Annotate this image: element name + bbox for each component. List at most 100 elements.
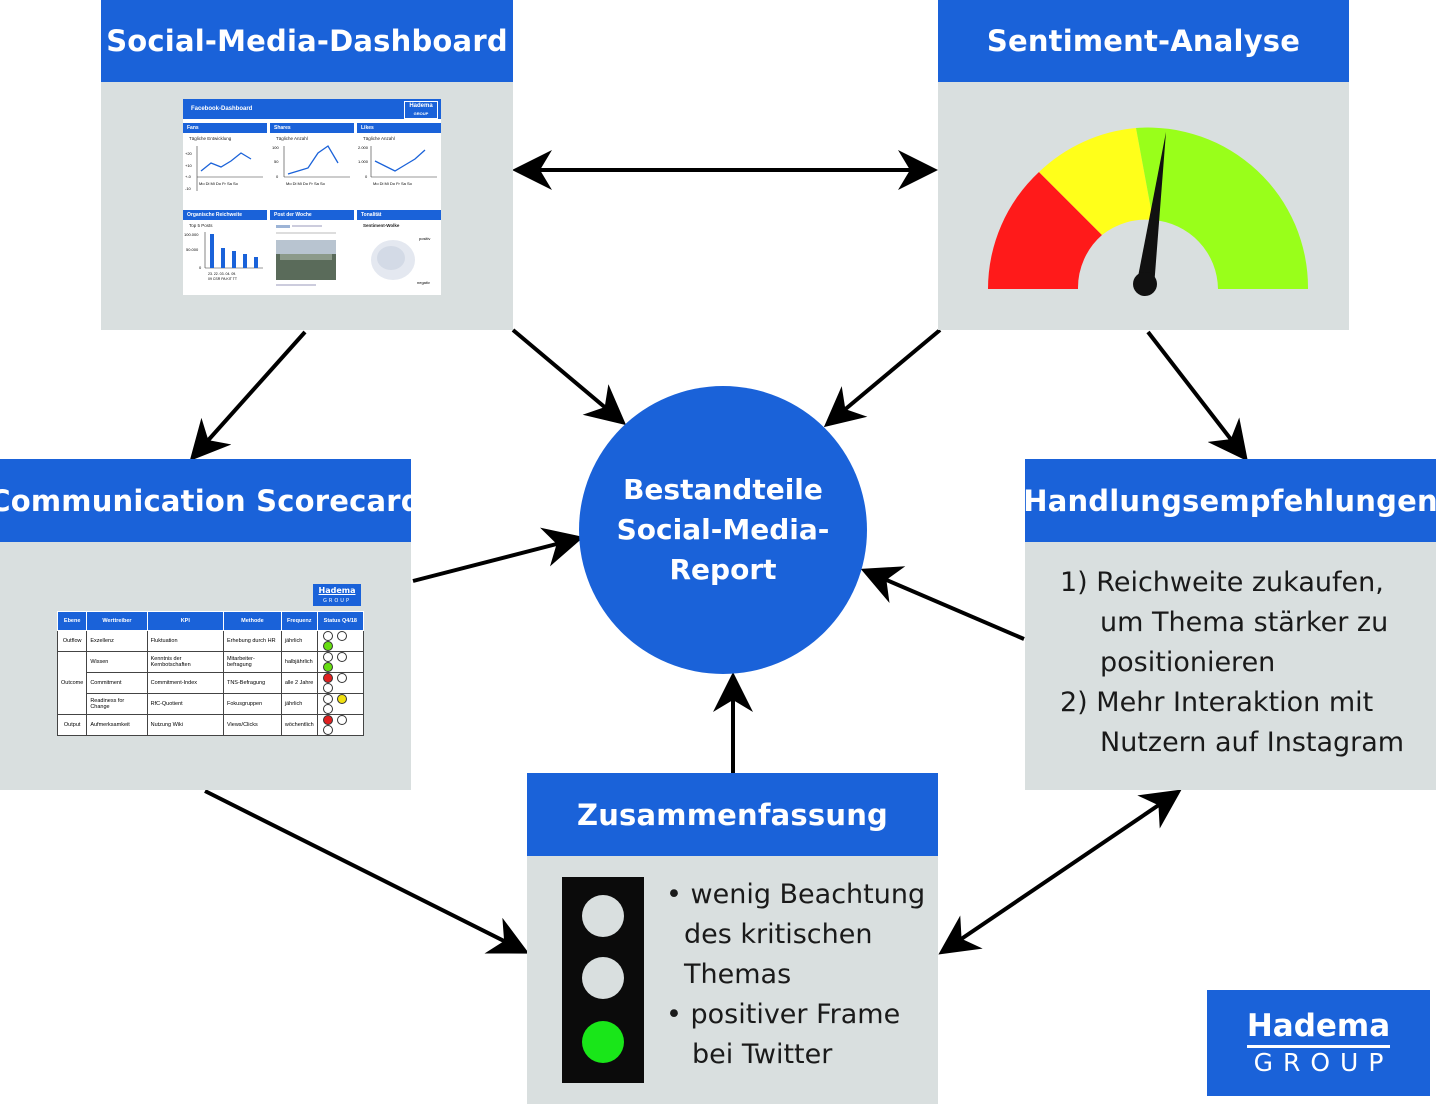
gauge-segment-yellow (1039, 128, 1153, 235)
mini-panel-title: Post der Woche (270, 210, 354, 220)
status-lamp-red (322, 715, 333, 725)
cell-status (316, 651, 365, 673)
mini-panel-subtitle: Tägliche Entwicklung (189, 136, 232, 141)
scorecard-table: Ebene Werttreiber KPI Methode Frequenz S… (56, 611, 365, 736)
mini-panel-title: Fans (183, 123, 267, 133)
mini-panel-reach: Organische Reichweite Top 5 Posts 100.00… (183, 210, 267, 295)
dashboard-body: Facebook-Dashboard Hadema GROUP Fans Täg… (101, 82, 513, 330)
summary-line: des kritischen (684, 919, 873, 950)
svg-text:50.000: 50.000 (186, 247, 199, 252)
col-header: Ebene (56, 611, 88, 631)
recommendations-title: Handlungsempfehlungen (1023, 459, 1438, 542)
svg-text:09 CSR PA KIT TT: 09 CSR PA KIT TT (208, 277, 238, 281)
cell-werttreiber: Exzellenz (86, 630, 148, 652)
cell-methode: Views/Clicks (222, 714, 282, 736)
status-lamp-white (322, 652, 333, 662)
arrow-recommendations-center (860, 566, 1025, 641)
traffic-light-bottom (582, 1021, 624, 1063)
svg-text:Mo Di Mi Do Fr Sa So: Mo Di Mi Do Fr Sa So (199, 181, 239, 186)
summary-list: • wenig Beachtung des kritischen Themas … (666, 875, 925, 1075)
mini-dashboard-thumbnail: Facebook-Dashboard Hadema GROUP Fans Täg… (183, 99, 441, 295)
sentiment-body (938, 82, 1349, 330)
col-header: Werttreiber (86, 611, 148, 631)
summary-line: Themas (684, 959, 792, 990)
center-line-3: Report (669, 553, 777, 586)
cell-kpi: Fluktuation (146, 630, 224, 652)
svg-text:2.000: 2.000 (358, 145, 369, 150)
arrow-scorecard-summary (204, 789, 530, 954)
mini-dashboard-title: Facebook-Dashboard (191, 106, 253, 112)
cell-werttreiber: Readiness for Change (86, 693, 148, 715)
mini-panel-title: Tonalität (357, 210, 441, 220)
cell-methode: Fokusgruppen (222, 693, 282, 715)
gauge-needle (1136, 132, 1166, 287)
status-lamp-white (336, 652, 347, 662)
status-lamp-white (322, 704, 333, 714)
status-lamp-white (336, 631, 347, 641)
svg-text:+20: +20 (185, 151, 193, 156)
svg-text:+-0: +-0 (185, 174, 192, 179)
cell-status (316, 693, 365, 715)
arrow-sentiment-recommendations (1146, 330, 1248, 462)
cell-status (316, 714, 365, 736)
cell-kpi: Kenntnis der Kernbotschaften (146, 651, 224, 673)
traffic-light-middle (582, 957, 624, 999)
mini-panel-fans: Fans Tägliche Entwicklung +20+10 +-0-10 … (183, 123, 267, 208)
mini-panel-title: Likes (357, 123, 441, 133)
status-lamp-yellow (336, 694, 347, 704)
cell-frequenz: jährlich (280, 693, 318, 715)
sentiment-title: Sentiment-Analyse (938, 0, 1349, 82)
svg-text:Mo Di Mi Do Fr Sa So: Mo Di Mi Do Fr Sa So (373, 181, 413, 186)
traffic-light (562, 877, 644, 1083)
cell-status (316, 630, 365, 652)
arrow-summary-recommendations (938, 789, 1182, 955)
recommendation-line: 1) Reichweite zukaufen, (1060, 567, 1384, 598)
cell-methode: TNS-Befragung (222, 672, 282, 694)
cell-kpi: Nutzung Wiki (146, 714, 224, 736)
svg-text:0: 0 (276, 174, 279, 179)
recommendation-line: Nutzern auf Instagram (1100, 727, 1405, 758)
arrow-sentiment-center (823, 328, 942, 428)
cell-werttreiber: Commitment (86, 672, 148, 694)
scorecard-logo-text: Hadema (318, 586, 356, 595)
cell-frequenz: jährlich (280, 630, 318, 652)
scorecard-body: Hadema GROUP Ebene Werttreiber KPI Metho… (0, 542, 411, 790)
col-header: Status Q4/18 (316, 611, 365, 631)
scorecard-title: Communication Scorecard (0, 459, 422, 542)
recommendations-box: Handlungsempfehlungen (1023, 459, 1438, 790)
cell-methode: Mitarbeiter-befragung (222, 651, 282, 673)
mini-panel-subtitle: Tägliche Anzahl (363, 136, 395, 141)
cell-kpi: Commitment-Index (146, 672, 224, 694)
cell-ebene: Output (56, 714, 88, 736)
scorecard-box: Communication Scorecard Hadema GROUP Ebe… (0, 459, 422, 790)
gauge-segment-green (1136, 127, 1309, 289)
scorecard-logo: Hadema GROUP (313, 584, 361, 606)
mini-panel-subtitle: Tägliche Anzahl (276, 136, 308, 141)
logo-text: Hadema (1207, 1008, 1430, 1048)
status-lamp-red (322, 673, 333, 683)
sentiment-gauge (988, 127, 1309, 296)
summary-title: Zusammenfassung (527, 773, 938, 856)
cell-ebene: Outflow (56, 630, 88, 652)
dashboard-title: Social-Media-Dashboard (101, 0, 513, 82)
svg-text:0: 0 (199, 265, 202, 270)
mini-panel-tonality: Tonalität Sentiment-Wolke positiv negati… (357, 210, 441, 295)
svg-text:0: 0 (365, 174, 368, 179)
table-row: Outflow Exzellenz Fluktuation Erhebung d… (56, 630, 365, 652)
mini-sentiment-cloud: positiv negativ (371, 236, 430, 285)
svg-text:50: 50 (274, 159, 279, 164)
logo-group: GROUP (1253, 1048, 1394, 1077)
table-row: Commitment Commitment-Index TNS-Befragun… (58, 672, 365, 694)
mini-panel-post-of-week: Post der Woche (270, 210, 354, 295)
status-lamp-green (322, 662, 333, 672)
col-header: Frequenz (280, 611, 318, 631)
sentiment-box: Sentiment-Analyse (938, 0, 1349, 330)
arrow-scorecard-center (412, 527, 584, 583)
recommendation-line: positionieren (1100, 647, 1276, 678)
recommendations-list: 1) Reichweite zukaufen, um Thema stärker… (1060, 563, 1404, 763)
